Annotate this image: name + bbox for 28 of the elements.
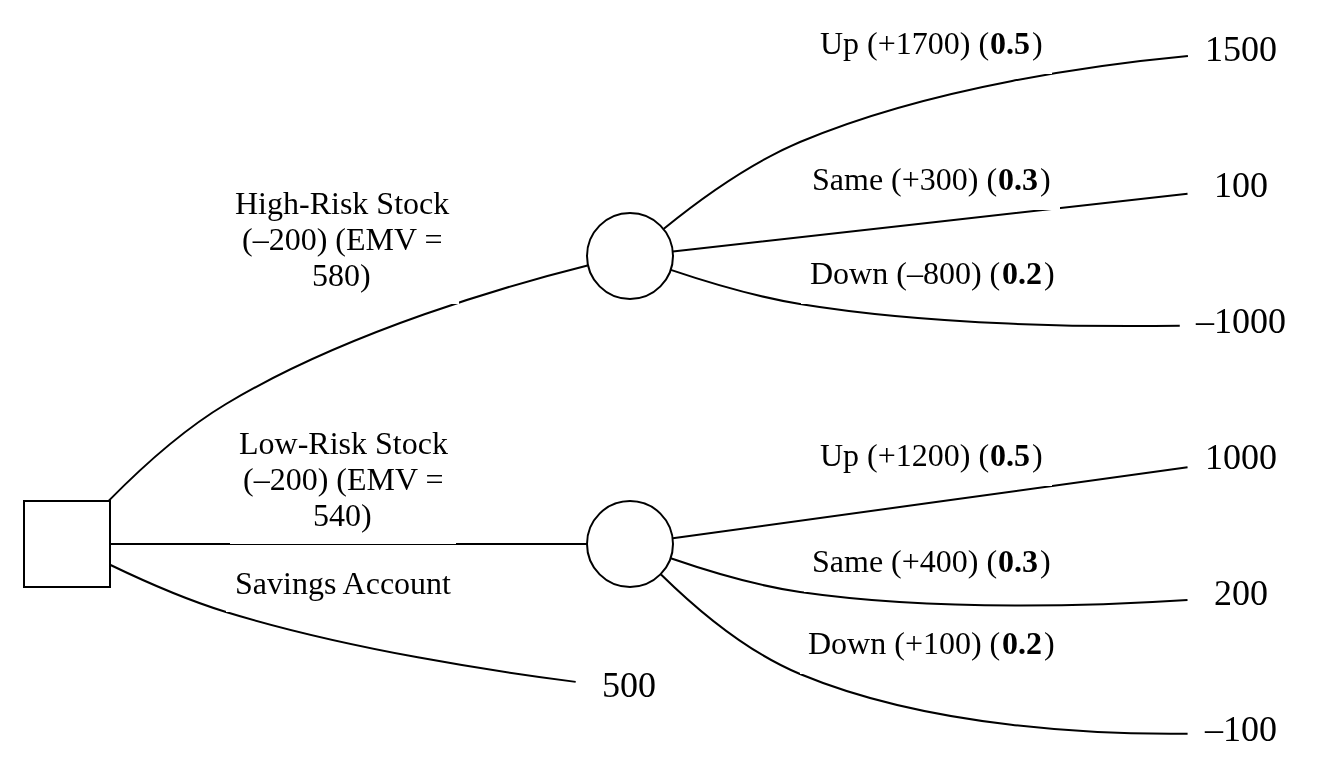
connector	[662, 55, 1189, 230]
node-text: 200	[1213, 572, 1268, 613]
node-text: 100	[1213, 164, 1268, 205]
node-text: 1500	[1204, 28, 1277, 69]
connector	[108, 563, 577, 683]
node-text: 500	[601, 664, 656, 705]
connector	[669, 557, 1188, 607]
connector	[671, 192, 1189, 253]
edge-label: Savings Account	[234, 564, 451, 601]
connector	[659, 573, 1189, 735]
connector	[107, 264, 589, 502]
edge-label: Low-Risk Stock (–200) (EMV = 540)	[238, 424, 448, 533]
connector	[671, 466, 1189, 540]
node-text: –100	[1204, 708, 1277, 749]
edge-label: Down (+100) (0.2)	[807, 624, 1055, 661]
node-circle	[585, 500, 674, 588]
node-circle	[585, 212, 674, 300]
connector	[108, 543, 588, 545]
edge-label: Down (–800) (0.2)	[809, 254, 1055, 291]
node-text: 1000	[1204, 436, 1277, 477]
node-box	[22, 500, 111, 588]
connector	[669, 268, 1181, 328]
edge-label: Up (+1200) (0.5)	[819, 436, 1043, 473]
edge-label: Up (+1700) (0.5)	[819, 24, 1043, 61]
edge-label: Same (+300) (0.3)	[811, 160, 1051, 197]
edge-label: Same (+400) (0.3)	[811, 542, 1051, 579]
edge-label: High-Risk Stock (–200) (EMV = 580)	[234, 184, 449, 293]
node-text: –1000	[1195, 300, 1286, 341]
